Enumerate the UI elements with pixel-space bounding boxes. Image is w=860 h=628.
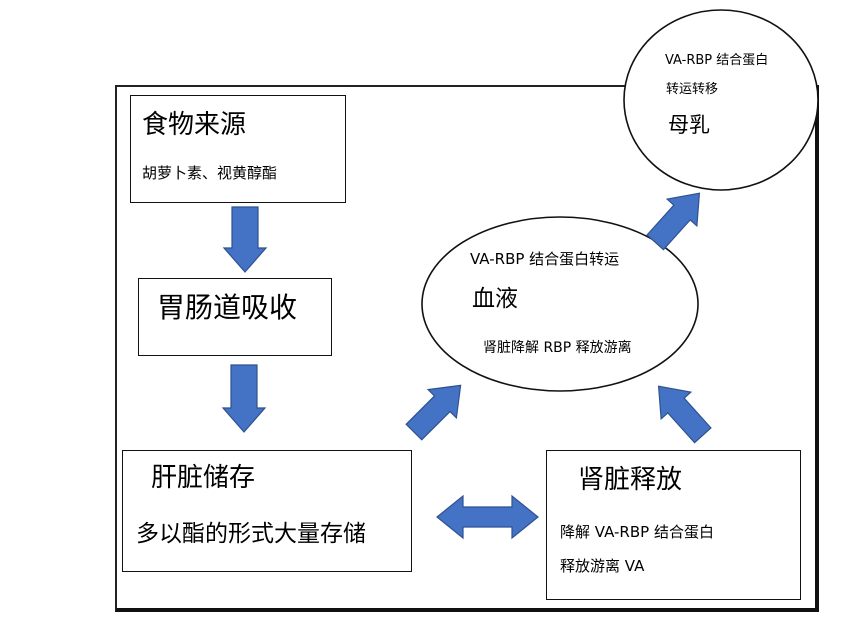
arrow-food-to-gut (222, 206, 268, 273)
food-source-title: 食物来源 (142, 110, 247, 140)
kidney-release-title: 肾脏释放 (578, 465, 683, 495)
liver-storage-subtitle: 多以酯的形式大量存储 (136, 521, 366, 547)
milk-title: 母乳 (668, 113, 710, 137)
kidney-release-line1: 降解 VA-RBP 结合蛋白 (560, 523, 714, 541)
milk-line1: VA-RBP 结合蛋白 (665, 53, 769, 68)
arrow-kidney-to-blood (657, 385, 712, 444)
food-source-box: 食物来源 胡萝卜素、视黄醇酯 (130, 95, 346, 203)
kidney-release-line2: 释放游离 VA (560, 557, 645, 575)
blood-line1: VA-RBP 结合蛋白转运 (470, 250, 620, 268)
gut-absorption-box: 胃肠道吸收 (138, 278, 332, 356)
blood-ellipse (421, 216, 699, 392)
liver-storage-box: 肝脏储存 多以酯的形式大量存储 (122, 450, 412, 572)
food-source-subtitle: 胡萝卜素、视黄醇酯 (142, 164, 278, 182)
blood-title: 血液 (472, 286, 518, 312)
kidney-release-box: 肾脏释放 降解 VA-RBP 结合蛋白 释放游离 VA (546, 450, 801, 600)
arrow-blood-to-milk (646, 192, 701, 251)
arrow-liver-kidney (436, 494, 539, 540)
arrow-liver-to-blood (405, 384, 462, 441)
arrow-gut-to-liver (221, 364, 267, 433)
gut-absorption-title: 胃肠道吸收 (157, 291, 298, 324)
breast-milk-ellipse (623, 9, 819, 191)
milk-line2: 转运转移 (666, 82, 719, 97)
liver-storage-title: 肝脏储存 (151, 463, 256, 493)
blood-line2: 肾脏降解 RBP 释放游离 (483, 340, 632, 356)
